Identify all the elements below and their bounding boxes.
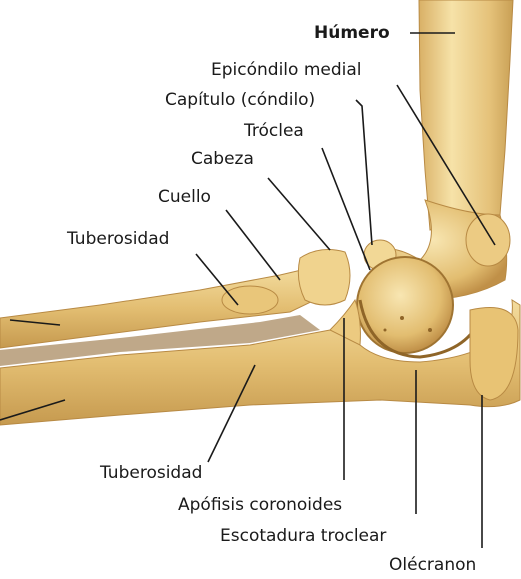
label-capitulo: Capítulo (cóndilo) — [165, 90, 315, 110]
humerus-bone — [364, 0, 513, 300]
leader-cabeza — [268, 178, 330, 250]
label-tuberosidad-radio: Tuberosidad — [67, 229, 169, 249]
label-olecranon: Olécranon — [389, 555, 476, 575]
label-cuello: Cuello — [158, 187, 211, 207]
label-troclea: Tróclea — [244, 121, 304, 141]
label-apofisis-coronoides: Apófisis coronoides — [178, 495, 342, 515]
label-humero: Húmero — [314, 23, 390, 43]
label-cabeza: Cabeza — [191, 149, 254, 169]
label-escotadura-troclear: Escotadura troclear — [220, 526, 386, 546]
label-tuberosidad-cubito: Tuberosidad — [100, 463, 202, 483]
label-epicondilo-medial: Epicóndilo medial — [211, 60, 362, 80]
leader-cuello — [226, 210, 280, 280]
leader-capitulo — [356, 100, 372, 245]
